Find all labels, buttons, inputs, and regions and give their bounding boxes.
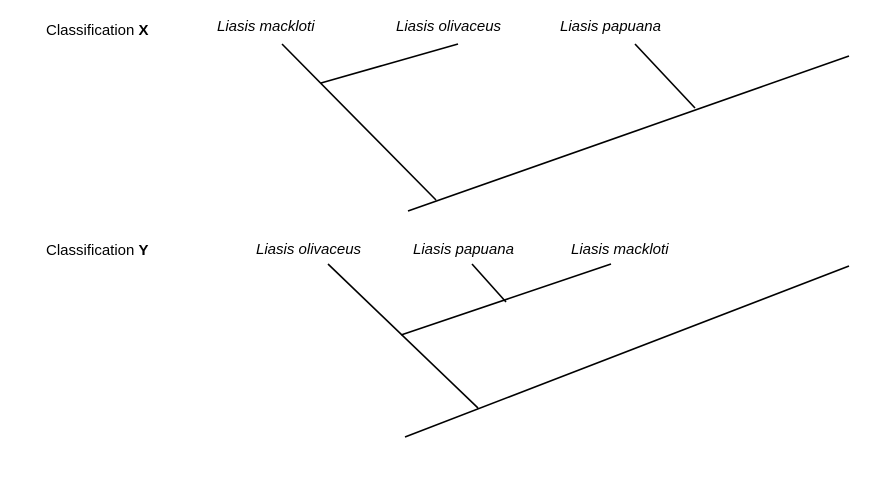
classification-x-tree (281, 43, 850, 212)
classification-x-label: Classification X (46, 22, 149, 39)
y-species-label-1: Liasis olivaceus (256, 241, 362, 258)
y-branch-1 (327, 263, 479, 409)
classification-x-panel: Classification X Liasis mackloti Liasis … (0, 0, 879, 230)
x-root-branch (407, 55, 850, 212)
classification-y-letter: Y (138, 242, 149, 259)
x-branch-3 (634, 43, 696, 109)
y-root-branch (404, 265, 850, 438)
classification-y-tree (327, 263, 850, 438)
classification-x-letter: X (138, 22, 149, 39)
x-species-label-1: Liasis mackloti (217, 18, 315, 35)
y-branch-2 (400, 263, 612, 336)
y-species-label-2: Liasis papuana (413, 241, 514, 258)
x-species-label-3: Liasis papuana (560, 18, 661, 35)
classification-x-prefix: Classification (46, 22, 135, 39)
x-branch-1 (281, 43, 437, 201)
classification-y-prefix: Classification (46, 242, 135, 259)
x-species-label-2: Liasis olivaceus (396, 18, 502, 35)
x-branch-2 (320, 43, 459, 84)
y-branch-3 (471, 263, 507, 303)
classification-y-panel: Classification Y Liasis olivaceus Liasis… (0, 230, 879, 497)
classification-y-label: Classification Y (46, 242, 149, 259)
y-species-label-3: Liasis mackloti (571, 241, 669, 258)
